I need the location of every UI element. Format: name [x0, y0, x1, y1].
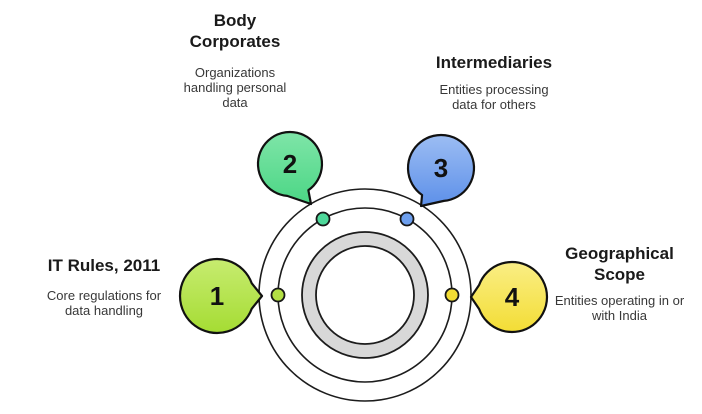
balloon-shape-2 [256, 130, 324, 206]
orbit-dot-2 [315, 211, 331, 227]
orbit-dot-3 [399, 211, 415, 227]
label-block-geographical-scope: Geographical Scope Entities operating in… [537, 243, 702, 323]
balloon-shape-1 [178, 257, 264, 335]
balloon-number-3: 3 [434, 153, 448, 183]
item-description: Entities operating in or with India [554, 293, 685, 323]
marker-balloon-2: 2 [256, 130, 324, 206]
label-block-it-rules: IT Rules, 2011 Core regulations for data… [19, 255, 189, 318]
item-description: Organizations handling personal data [183, 65, 287, 110]
gray-ring-inner [315, 245, 415, 345]
marker-balloon-1: 1 [178, 257, 264, 335]
balloon-shape-4 [469, 260, 549, 334]
label-block-intermediaries: Intermediaries Entities processing data … [409, 52, 579, 112]
balloon-number-1: 1 [210, 281, 224, 311]
balloon-shape-3 [406, 133, 476, 208]
item-title: IT Rules, 2011 [47, 256, 161, 275]
item-title: Intermediaries [435, 53, 553, 72]
marker-balloon-3: 3 [406, 133, 476, 208]
orbit-dot-4 [444, 287, 460, 303]
item-description: Entities processing data for others [439, 82, 549, 112]
item-description: Core regulations for data handling [46, 288, 162, 318]
label-block-body-corporates: Body Corporates Organizations handling p… [150, 10, 320, 110]
balloon-number-2: 2 [283, 149, 297, 179]
item-title: Body Corporates [189, 11, 281, 51]
marker-balloon-4: 4 [469, 260, 549, 334]
orbit-dot-1 [270, 287, 286, 303]
balloon-number-4: 4 [505, 282, 520, 312]
item-title: Geographical Scope [565, 244, 674, 284]
